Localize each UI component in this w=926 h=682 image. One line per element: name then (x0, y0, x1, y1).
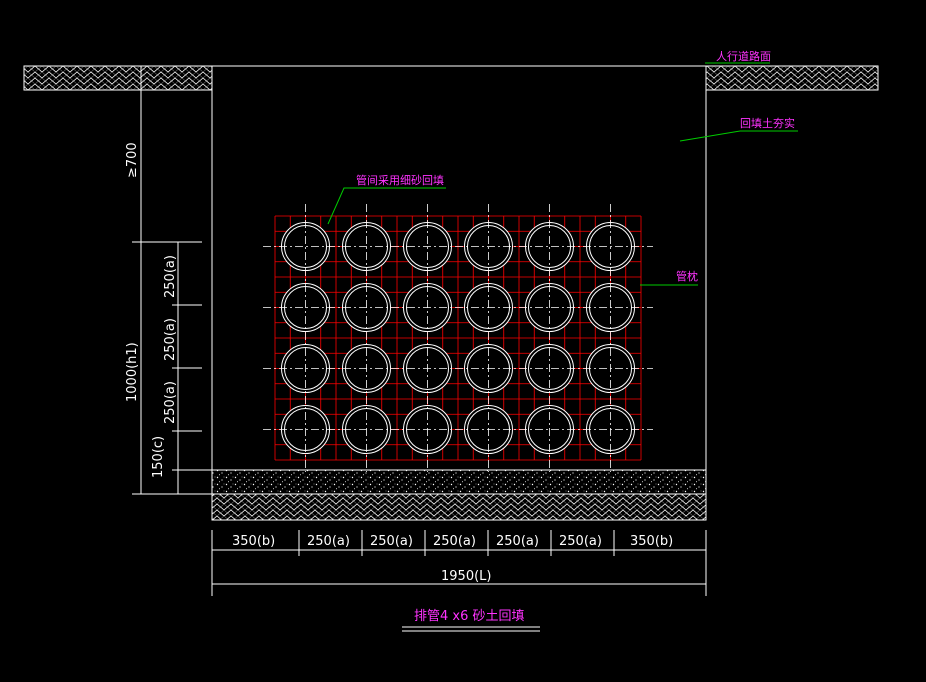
vertical-dimensions (132, 90, 212, 495)
dim-h-7: 350(b) (630, 534, 673, 549)
dim-h-4: 250(a) (433, 534, 476, 549)
dim-total-width: 1950(L) (441, 569, 491, 584)
leader-backfill (679, 130, 798, 142)
leader-lines (327, 62, 798, 286)
dim-h-6: 250(a) (559, 534, 602, 549)
trench-bottom-earth (211, 493, 707, 521)
leader-sand-fill (327, 187, 446, 225)
drawing-title: 排管4 x6 砂土回填 (414, 609, 525, 624)
pipe-inner (406, 347, 449, 390)
dim-height-total: 1000(h1) (125, 342, 140, 402)
label-road-surface: 人行道路面 (716, 49, 771, 63)
trench-outline (211, 65, 707, 520)
dim-bedding: 150(c) (151, 436, 166, 478)
dim-h-2: 250(a) (307, 534, 350, 549)
sand-bedding-layer (211, 469, 707, 495)
dim-pitch-v-3: 250(a) (163, 381, 178, 424)
pipe-grid (263, 204, 653, 472)
label-pipe-support: 管枕 (676, 269, 698, 283)
dim-pitch-v-2: 250(a) (163, 318, 178, 361)
label-sand-fill: 管间采用细砂回填 (356, 173, 444, 187)
horizontal-dimensions (211, 530, 707, 596)
dim-pitch-v-1: 250(a) (163, 255, 178, 298)
dim-h-1: 350(b) (232, 534, 275, 549)
ground-surface-left (23, 65, 213, 91)
dim-h-3: 250(a) (370, 534, 413, 549)
dim-h-5: 250(a) (496, 534, 539, 549)
dim-depth-min: ≥700 (125, 142, 140, 178)
label-backfill: 回填土夯实 (740, 116, 795, 130)
ground-surface-right (705, 65, 879, 91)
